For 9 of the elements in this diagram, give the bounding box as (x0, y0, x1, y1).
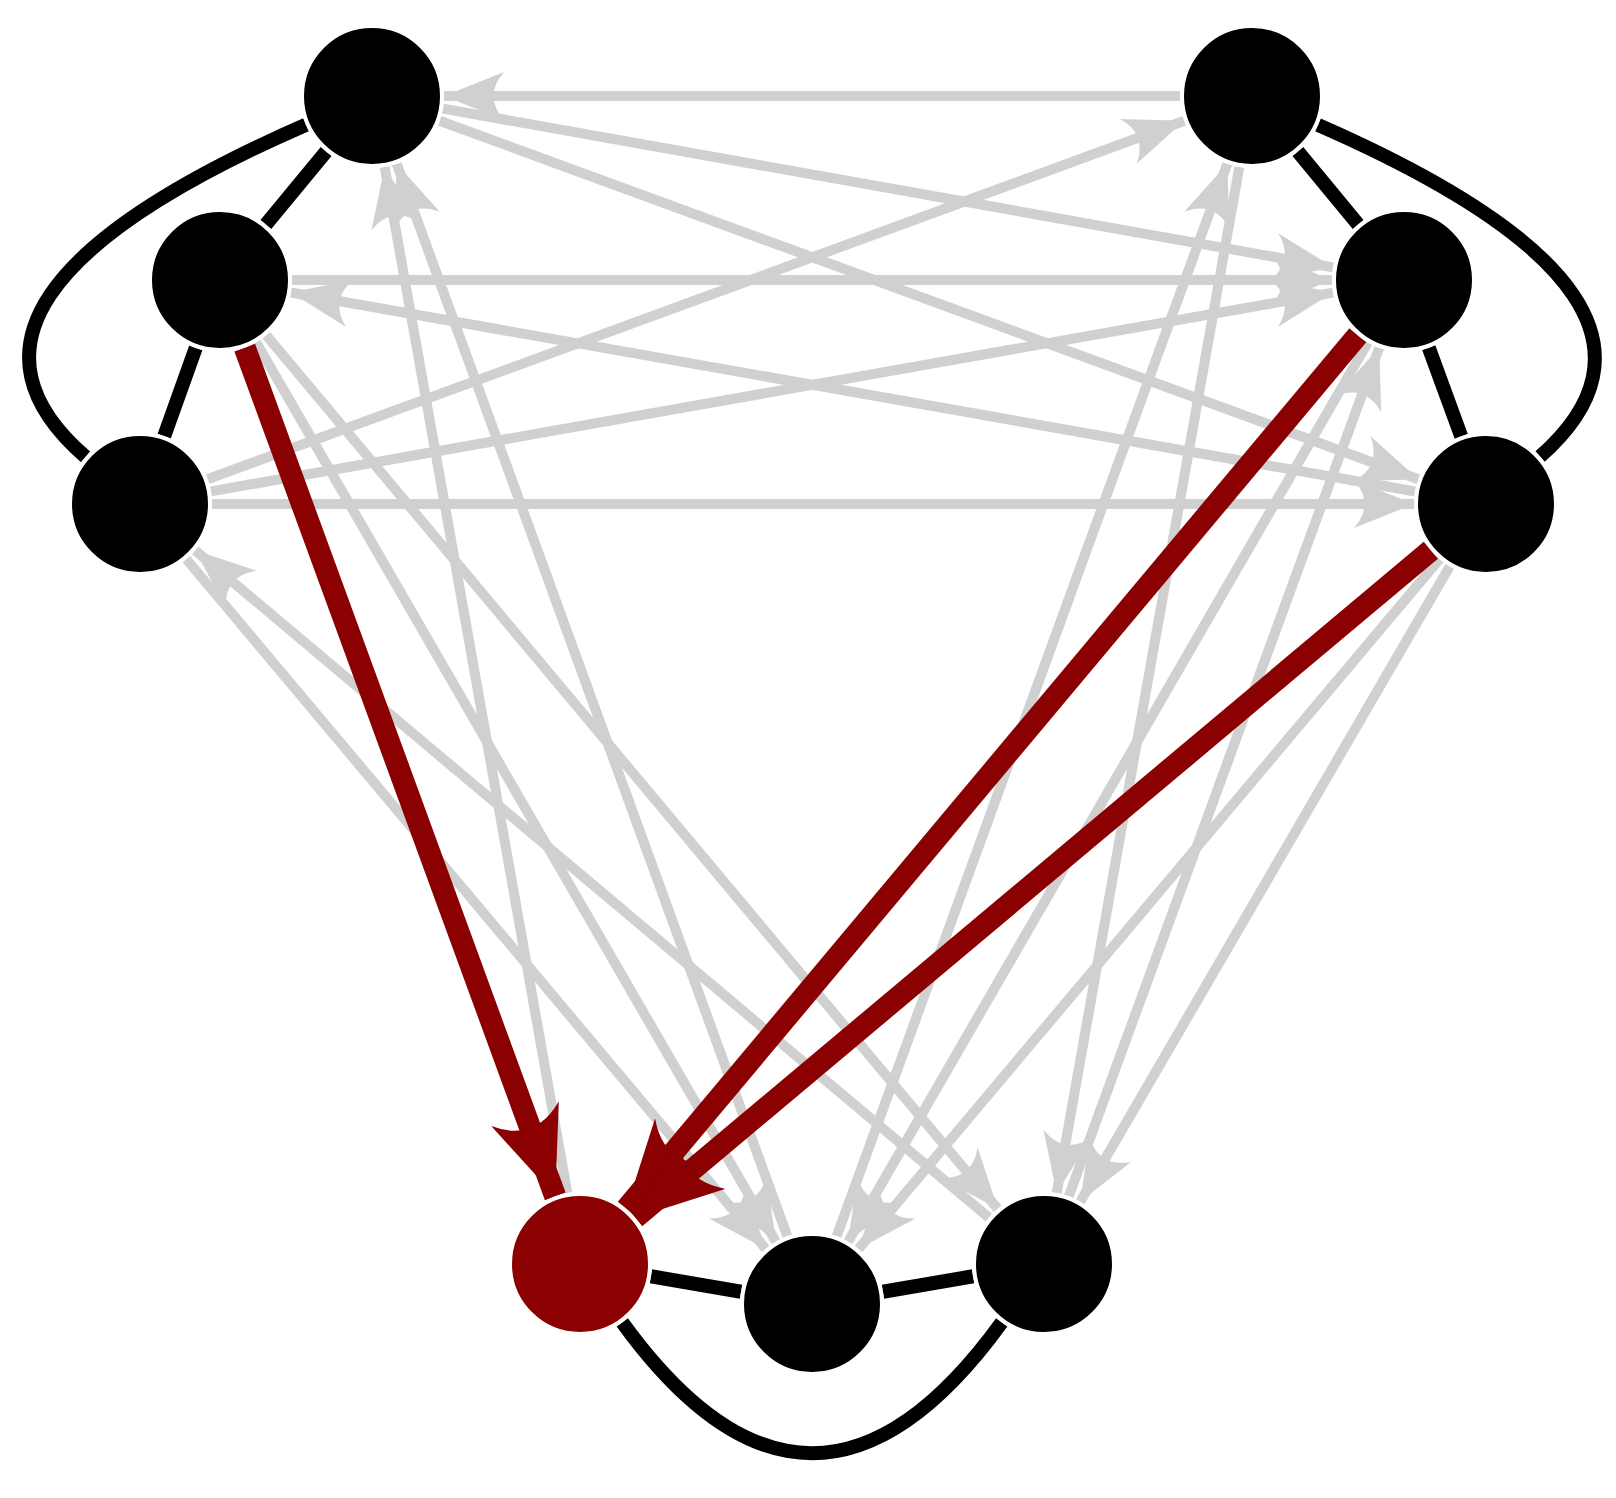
connector-line (157, 345, 203, 439)
connector-line (881, 1269, 975, 1299)
connector-line (260, 147, 332, 229)
connector-line (649, 1269, 743, 1299)
connector-line (22, 118, 309, 462)
connector-line (1422, 345, 1468, 439)
connector-line (1292, 147, 1364, 229)
connector-line (1315, 118, 1602, 462)
connector-line (616, 1317, 1008, 1460)
